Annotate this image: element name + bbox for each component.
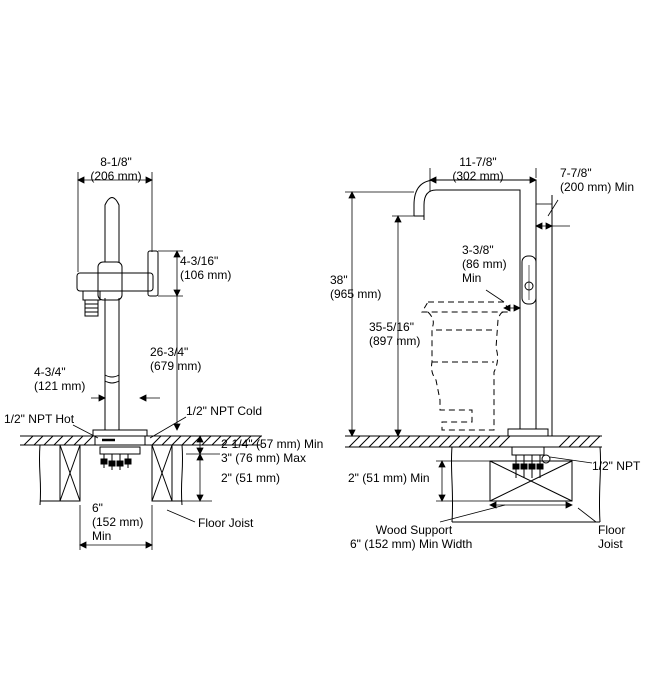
front-floor-joist-2: Joist	[598, 537, 623, 551]
side-handle-height: 4-3/16"	[180, 254, 219, 268]
side-base	[92, 429, 148, 470]
front-toilet-gap-label: 3-3/8" (86 mm) Min	[462, 243, 507, 285]
front-support-depth: 2" (51 mm) Min	[348, 471, 430, 485]
side-base-offset: 4-3/4"	[34, 365, 66, 379]
front-wood-support: Wood Support	[375, 523, 453, 537]
side-dimensions	[72, 172, 220, 550]
front-clearance: 7-7/8"	[560, 166, 592, 180]
side-view-drawing	[20, 172, 262, 550]
side-spout-height-mm: (679 mm)	[150, 359, 202, 373]
front-spout-reach: 11-7/8"	[459, 155, 497, 169]
front-total-height-mm: (965 mm)	[330, 287, 382, 301]
side-spout-height: 26-3/4"	[150, 345, 189, 359]
side-width-top: 8-1/8"	[100, 155, 132, 169]
front-total-height-label: 38" (965 mm)	[330, 273, 381, 301]
front-dimensions	[345, 168, 597, 523]
front-wood-support-width: 6" (152 mm) Min Width	[350, 537, 473, 551]
front-toilet-gap-min: Min	[462, 271, 482, 285]
side-width-top-mm: (206 mm)	[90, 169, 142, 183]
side-faucet-body	[76, 197, 159, 430]
side-floor-max: 3" (76 mm) Max	[221, 451, 306, 465]
side-floor-joist: Floor Joist	[198, 516, 254, 530]
side-spout-height-label: 26-3/4" (679 mm)	[150, 345, 201, 373]
side-handle-height-mm: (106 mm)	[180, 268, 232, 282]
side-joist-spacing-mm: (152 mm)	[92, 515, 144, 529]
front-spout-height: 35-5/16"	[369, 320, 414, 334]
front-view-drawing	[345, 168, 602, 523]
front-spout-reach-mm: (302 mm)	[452, 169, 504, 183]
side-joist-spacing-label: 6" (152 mm) Min	[92, 501, 143, 543]
front-spout-height-mm: (897 mm)	[369, 334, 421, 348]
front-faucet-body	[413, 179, 537, 429]
front-wood-support-label: Wood Support 6" (152 mm) Min Width	[350, 523, 478, 551]
front-toilet	[421, 301, 511, 431]
side-joist-spacing-min: Min	[92, 529, 112, 543]
front-support	[450, 428, 602, 523]
side-joists	[38, 444, 184, 506]
front-clearance-label: 7-7/8" (200 mm) Min	[560, 166, 634, 194]
front-floor	[345, 435, 602, 448]
side-joist-spacing: 6"	[92, 501, 103, 515]
side-npt-cold: 1/2" NPT Cold	[186, 404, 263, 418]
front-toilet-gap-mm: (86 mm)	[462, 257, 507, 271]
side-base-offset-mm: (121 mm)	[34, 379, 86, 393]
front-floor-joist-1: Floor	[598, 523, 626, 537]
front-floor-joist-label: Floor Joist	[598, 523, 625, 551]
side-floor-min: 2-1/4" (57 mm) Min	[221, 437, 324, 451]
side-handle-height-label: 4-3/16" (106 mm)	[180, 254, 231, 282]
side-joist-depth: 2" (51 mm)	[221, 471, 280, 485]
side-npt-hot: 1/2" NPT Hot	[4, 412, 75, 426]
side-width-top-label: 8-1/8" (206 mm)	[76, 155, 156, 183]
front-total-height: 38"	[330, 273, 348, 287]
front-clearance-mm: (200 mm) Min	[560, 180, 635, 194]
side-base-offset-label: 4-3/4" (121 mm)	[34, 365, 85, 393]
front-npt: 1/2" NPT	[592, 459, 641, 473]
front-spout-height-label: 35-5/16" (897 mm)	[369, 320, 420, 348]
front-toilet-gap: 3-3/8"	[462, 243, 494, 257]
front-spout-reach-label: 11-7/8" (302 mm)	[438, 155, 518, 183]
